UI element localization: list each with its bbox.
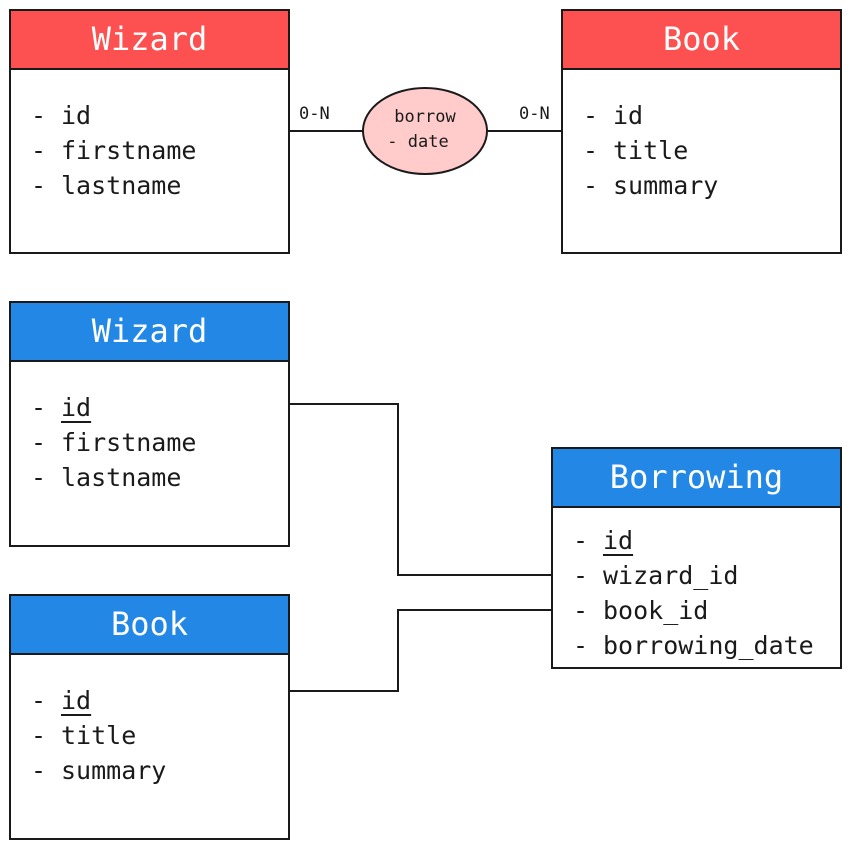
attribute-item: -firstname [31,428,197,457]
attribute-item: -lastname [31,171,182,200]
table-title: Borrowing [553,449,840,508]
attribute-item: -title [31,721,137,750]
table-title: Book [11,596,288,655]
logical-book-table[interactable]: Book -id -title -summary [9,594,290,840]
attribute-item: -summary [31,756,167,785]
primary-key-item: -id [31,686,92,715]
relation-attribute: - date [387,132,449,152]
primary-key-item: -id [573,526,634,555]
primary-key-item: -id [31,393,92,422]
left-cardinality-label: 0-N [299,104,330,124]
attribute-item: -summary [583,171,719,200]
table-title: Wizard [11,303,288,362]
foreign-key-item: -wizard_id [573,561,739,590]
relation-name: borrow [394,107,456,127]
wizard-to-borrowing-link [288,403,552,576]
logical-borrowing-table[interactable]: Borrowing -id -wizard_id -book_id -borro… [551,447,842,669]
conceptual-book-entity[interactable]: Book -id -title -summary [561,9,842,254]
entity-title: Wizard [11,11,288,70]
attribute-item: -id [583,101,644,130]
attribute-item: -firstname [31,136,197,165]
right-cardinality-label: 0-N [519,104,550,124]
borrow-relation-ellipse[interactable] [362,87,488,175]
conceptual-wizard-entity[interactable]: Wizard -id -firstname -lastname [9,9,290,254]
foreign-key-item: -book_id [573,596,709,625]
logical-wizard-table[interactable]: Wizard -id -firstname -lastname [9,301,290,547]
entity-title: Book [563,11,840,70]
attribute-item: -lastname [31,463,182,492]
attribute-item: -id [31,101,92,130]
book-to-borrowing-link [288,609,552,692]
attribute-item: -borrowing_date [573,631,814,660]
attribute-item: -title [583,136,689,165]
